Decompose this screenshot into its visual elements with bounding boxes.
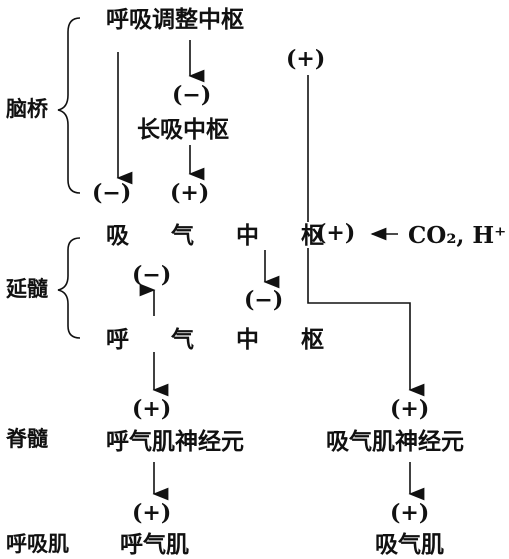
sign-plus-exp-muscle: (+) [132, 500, 172, 526]
node-stimulus-co2-h: CO₂, H⁺ [408, 222, 507, 249]
sign-minus-exp-insp: (−) [132, 262, 172, 288]
sign-plus-exp-neurons: (+) [132, 396, 172, 422]
node-inspiratory-center: 吸 气 中 枢 [106, 222, 342, 249]
sign-plus-apneustic-insp: (+) [170, 180, 210, 206]
brace-pons [57, 17, 81, 194]
sign-plus-co2: (+) [316, 220, 356, 246]
brace-medulla [57, 237, 81, 339]
sign-minus-pneumo-insp: (−) [92, 180, 132, 206]
sign-plus-insp-neurons: (+) [390, 396, 430, 422]
node-inspiratory-muscle: 吸气肌 [375, 531, 444, 558]
sign-plus-co2-top: (+) [286, 46, 326, 72]
sign-minus-apneustic: (−) [172, 82, 212, 108]
node-expiratory-motor-neurons: 呼气肌神经元 [106, 428, 244, 455]
node-expiratory-muscle: 呼气肌 [120, 531, 189, 558]
label-medulla: 延髓 [6, 276, 48, 301]
node-apneustic-center: 长吸中枢 [137, 116, 229, 143]
node-expiratory-center: 呼 气 中 枢 [106, 326, 342, 353]
label-pons: 脑桥 [6, 96, 48, 121]
label-respiratory-muscles: 呼吸肌 [6, 531, 69, 556]
sign-minus-insp-exp: (−) [244, 287, 284, 313]
node-inspiratory-motor-neurons: 吸气肌神经元 [326, 428, 464, 455]
line-to-insp-neurons [307, 248, 425, 397]
sign-plus-insp-muscle: (+) [390, 500, 430, 526]
label-spinal-cord: 脊髓 [6, 426, 48, 451]
node-pneumotaxic-center: 呼吸调整中枢 [106, 6, 244, 33]
